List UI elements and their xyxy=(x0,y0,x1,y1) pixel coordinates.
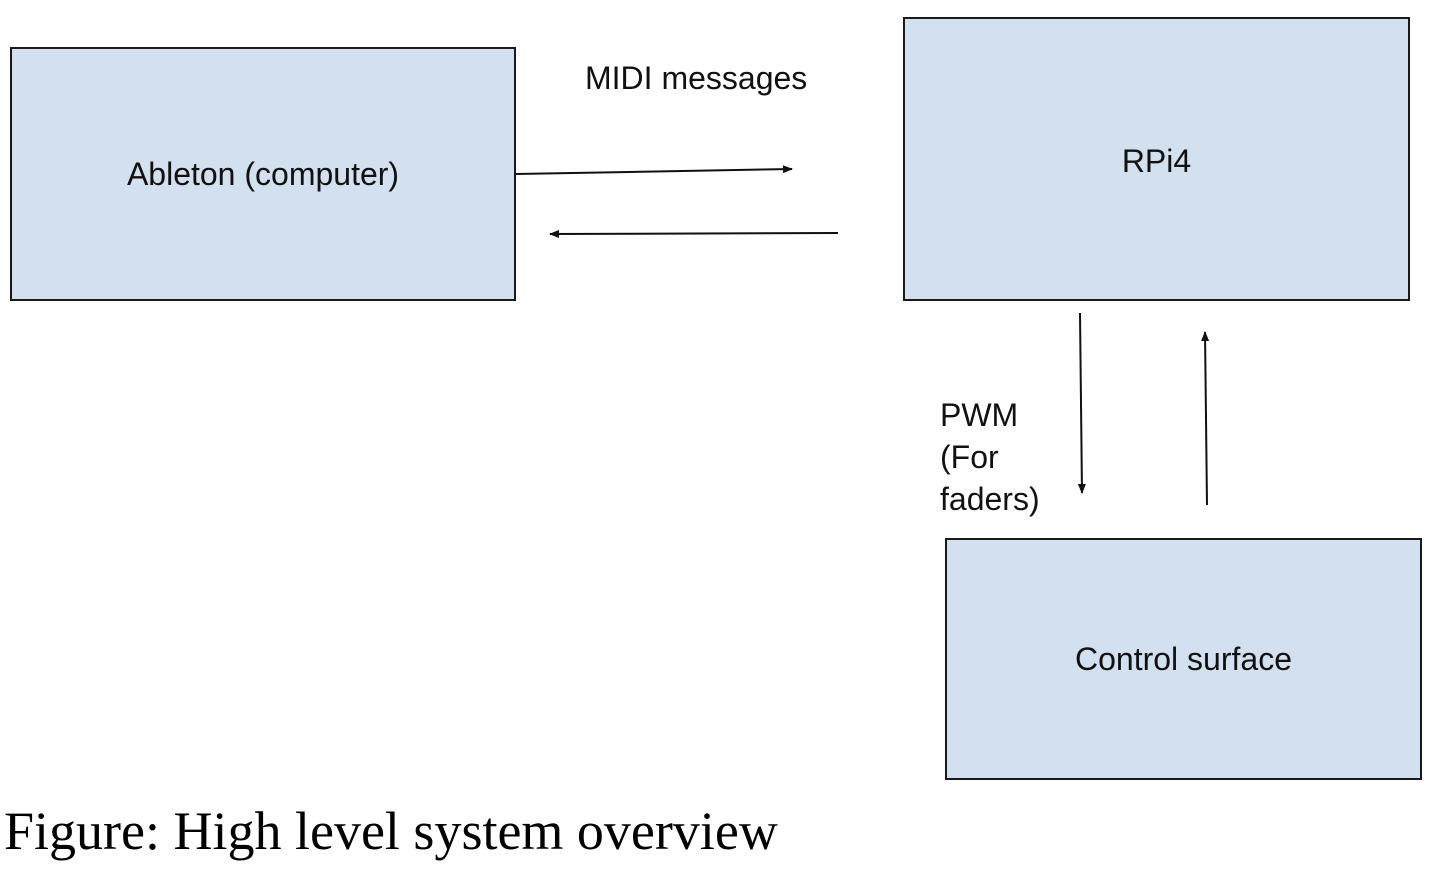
pwm-label: PWM (For faders) xyxy=(940,394,1040,520)
ableton-computer-box: Ableton (computer) xyxy=(10,47,516,301)
pwm-label-line: (For xyxy=(940,439,999,475)
pwm-label-line: faders) xyxy=(940,481,1040,517)
pwm-label-line: PWM xyxy=(940,397,1019,433)
arrow-control-to-rpi xyxy=(1201,331,1210,506)
rpi4-box: RPi4 xyxy=(903,17,1410,301)
figure-caption: Figure: High level system overview xyxy=(4,801,778,861)
midi-messages-label: MIDI messages xyxy=(585,60,808,96)
control-surface-label: Control surface xyxy=(1075,640,1292,677)
arrow-rpi-to-control xyxy=(1077,312,1086,494)
ableton-computer-label: Ableton (computer) xyxy=(126,155,400,192)
rpi4-label: RPi4 xyxy=(1121,143,1192,179)
arrow-ableton-to-rpi xyxy=(515,165,793,175)
control-surface-box: Control surface xyxy=(945,538,1422,780)
arrow-rpi-to-ableton xyxy=(549,229,839,238)
